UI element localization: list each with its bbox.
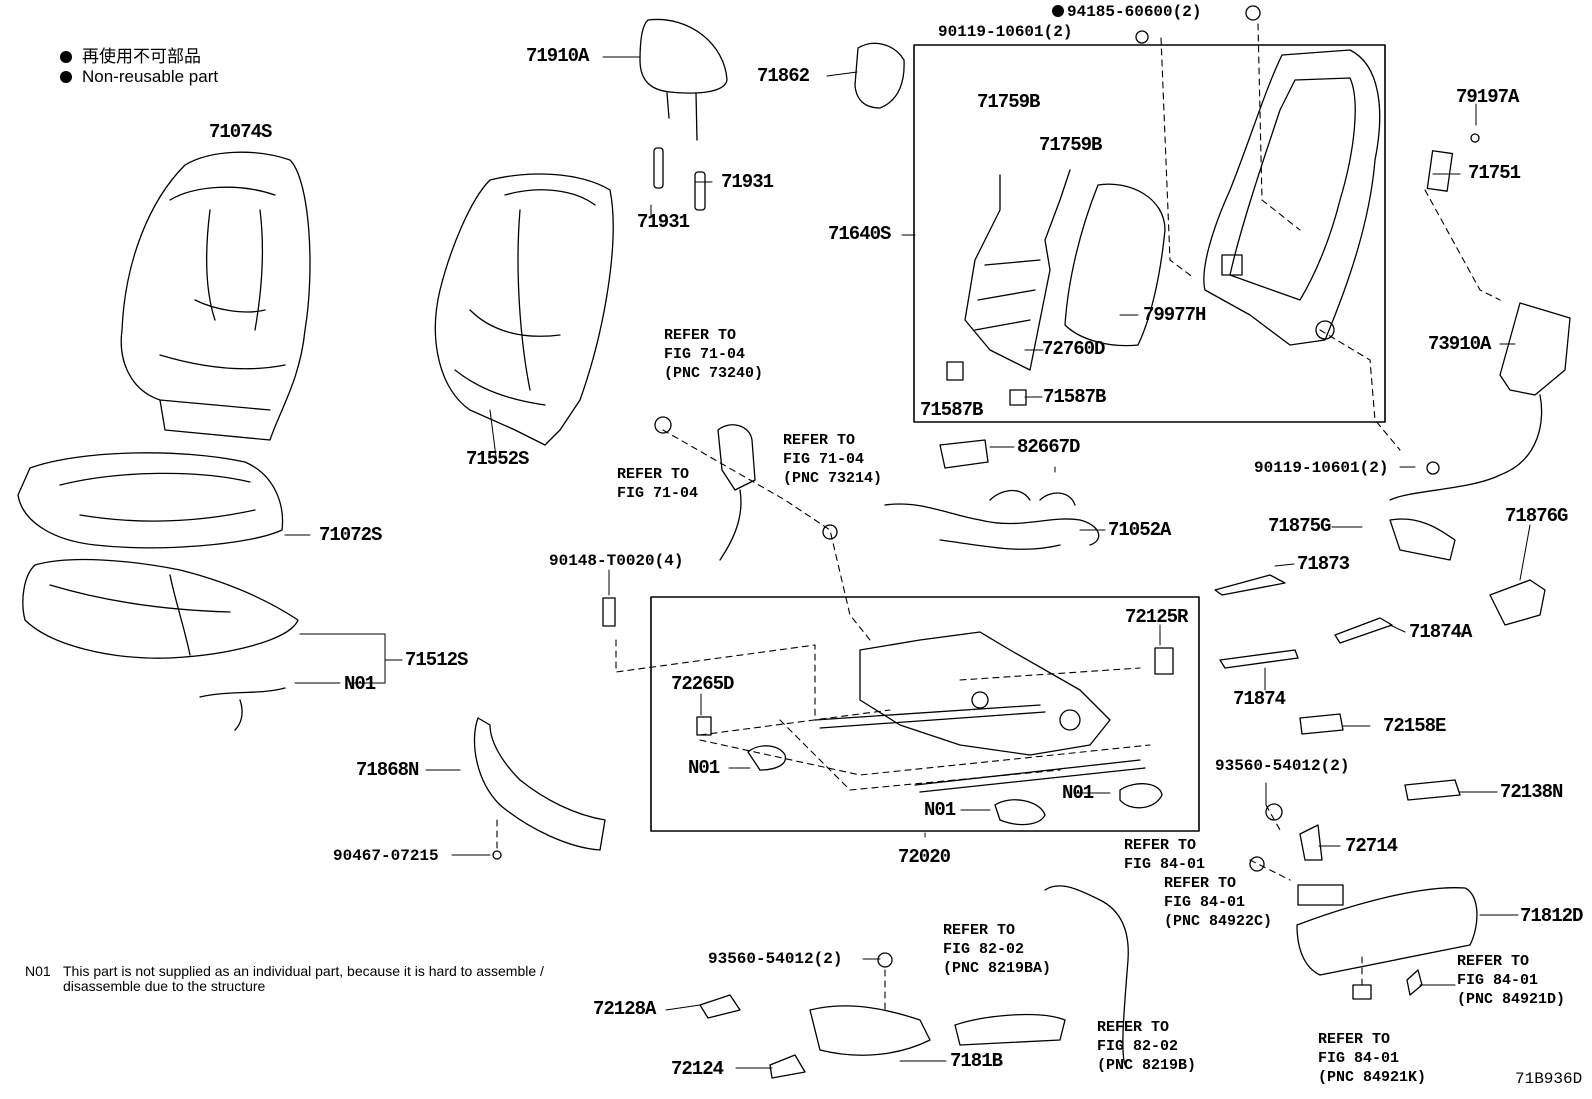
label-82667D: 82667D — [1017, 436, 1080, 458]
label-90467: 90467-07215 — [333, 847, 439, 865]
label-73910A: 73910A — [1428, 333, 1491, 355]
label-72714: 72714 — [1345, 835, 1398, 857]
label-72138N: 72138N — [1500, 781, 1563, 803]
non-reusable-dot-icon — [60, 71, 72, 83]
label-71640S: 71640S — [828, 223, 891, 245]
label-72760D: 72760D — [1042, 338, 1105, 360]
label-71072S: 71072S — [319, 524, 382, 546]
side-shield-71868N — [474, 718, 605, 859]
label-72124: 72124 — [671, 1058, 724, 1080]
label-71931-a: 71931 — [721, 171, 774, 193]
label-71875G: 71875G — [1268, 515, 1331, 537]
legend-en: Non-reusable part — [60, 67, 218, 87]
ref-fig-84-01: REFER TO FIG 84-01 — [1124, 837, 1206, 873]
label-72125R: 72125R — [1125, 606, 1188, 628]
label-N01-c: N01 — [1062, 782, 1094, 804]
label-71052A: 71052A — [1108, 519, 1171, 541]
footnote-line1: This part is not supplied as an individu… — [63, 963, 544, 979]
label-90148: 90148-T0020(4) — [549, 552, 684, 570]
label-71874: 71874 — [1233, 688, 1286, 710]
seat-cushion-cover-71072S — [18, 453, 283, 548]
label-71587B-2: 71587B — [1043, 386, 1106, 408]
label-79977H: 79977H — [1143, 304, 1206, 326]
label-N01-d: N01 — [924, 799, 956, 821]
non-reusable-dot-icon — [60, 51, 72, 63]
label-71552S: 71552S — [466, 448, 529, 470]
label-72020: 72020 — [898, 846, 951, 868]
ref-pnc-8219B: REFER TO FIG 82-02 (PNC 8219B) — [1097, 1019, 1197, 1074]
label-90119-top: 90119-10601(2) — [938, 23, 1073, 41]
label-72265D: 72265D — [671, 673, 734, 695]
legend-jp: 再使用不可部品 — [60, 42, 201, 67]
assembly-dash-lines — [497, 24, 1500, 1010]
label-71812D: 71812D — [1520, 905, 1583, 927]
label-71751: 71751 — [1468, 162, 1521, 184]
label-71874A: 71874A — [1409, 621, 1472, 643]
ref-pnc-8219BA: REFER TO FIG 82-02 (PNC 8219BA) — [943, 922, 1052, 977]
label-71759B-2: 71759B — [1039, 134, 1102, 156]
label-71759B-1: 71759B — [977, 91, 1040, 113]
ref-pnc-73240: REFER TO FIG 71-04 (PNC 73240) — [664, 327, 764, 382]
ref-pnc-84921K: REFER TO FIG 84-01 (PNC 84921K) — [1318, 1031, 1427, 1086]
ref-pnc-84921D: REFER TO FIG 84-01 (PNC 84921D) — [1457, 953, 1566, 1008]
label-72128A: 72128A — [593, 998, 656, 1020]
label-71910A: 71910A — [526, 45, 589, 67]
footnote-line2: disassemble due to the structure — [63, 978, 266, 994]
ref-fig-71-04: REFER TO FIG 71-04 — [617, 466, 699, 502]
pad-79977H — [1065, 184, 1165, 345]
label-90119-right: 90119-10601(2) — [1254, 459, 1389, 477]
label-N01-a: N01 — [344, 673, 376, 695]
ref-pnc-84922C: REFER TO FIG 84-01 (PNC 84922C) — [1164, 875, 1273, 930]
seatback-frame-group-box — [914, 45, 1385, 422]
right-side-parts — [1215, 519, 1545, 999]
seat-cushion-pad-71512S — [23, 560, 298, 659]
label-94185: 94185-60600(2) — [1052, 4, 1201, 20]
bracket-71751 — [1427, 134, 1479, 191]
non-reusable-dot-icon — [1052, 5, 1064, 17]
seatback-pad-71552S — [435, 174, 613, 445]
label-79197A: 79197A — [1456, 86, 1519, 108]
cover-71862 — [855, 43, 904, 108]
label-71868N: 71868N — [356, 759, 419, 781]
leader-lines — [285, 57, 1530, 1068]
headrest-guide-71931 — [654, 148, 705, 210]
seatbelt-buckle — [655, 417, 837, 560]
clip-82667D — [940, 440, 988, 468]
legend-en-text: Non-reusable part — [82, 67, 219, 86]
lower-parts — [700, 886, 1128, 1078]
harness-71052A — [885, 491, 1099, 550]
airbag-73910A — [1390, 303, 1570, 500]
seatback-frame — [1204, 50, 1380, 345]
label-72158E: 72158E — [1383, 715, 1446, 737]
ref-pnc-73214: REFER TO FIG 71-04 (PNC 73214) — [783, 432, 883, 487]
label-71876G: 71876G — [1505, 505, 1568, 527]
label-93560-right: 93560-54012(2) — [1215, 757, 1350, 775]
figure-id: 71B936D — [1515, 1070, 1583, 1088]
label-71931-b: 71931 — [637, 211, 690, 233]
label-71512S: 71512S — [405, 649, 468, 671]
lumbar-assy-71640S — [947, 170, 1070, 405]
seat-adjuster-group-box — [651, 597, 1199, 831]
label-71074S: 71074S — [209, 121, 272, 143]
headrest-71910A — [640, 19, 727, 140]
label-N01-b: N01 — [688, 757, 720, 779]
label-94185-text: 94185-60600(2) — [1067, 3, 1202, 21]
label-71587B-1: 71587B — [920, 399, 983, 421]
label-93560-bottom: 93560-54012(2) — [708, 950, 843, 968]
label-7181B: 7181B — [950, 1050, 1003, 1072]
cushion-sensor-n01 — [200, 688, 285, 730]
seatback-cover-71074S — [121, 152, 310, 440]
seat-adjuster-72020 — [697, 632, 1173, 825]
label-71873: 71873 — [1297, 553, 1350, 575]
label-71862: 71862 — [757, 65, 810, 87]
legend-jp-text: 再使用不可部品 — [82, 47, 201, 66]
bolts — [603, 6, 1439, 967]
footnote-code: N01 — [25, 963, 51, 979]
